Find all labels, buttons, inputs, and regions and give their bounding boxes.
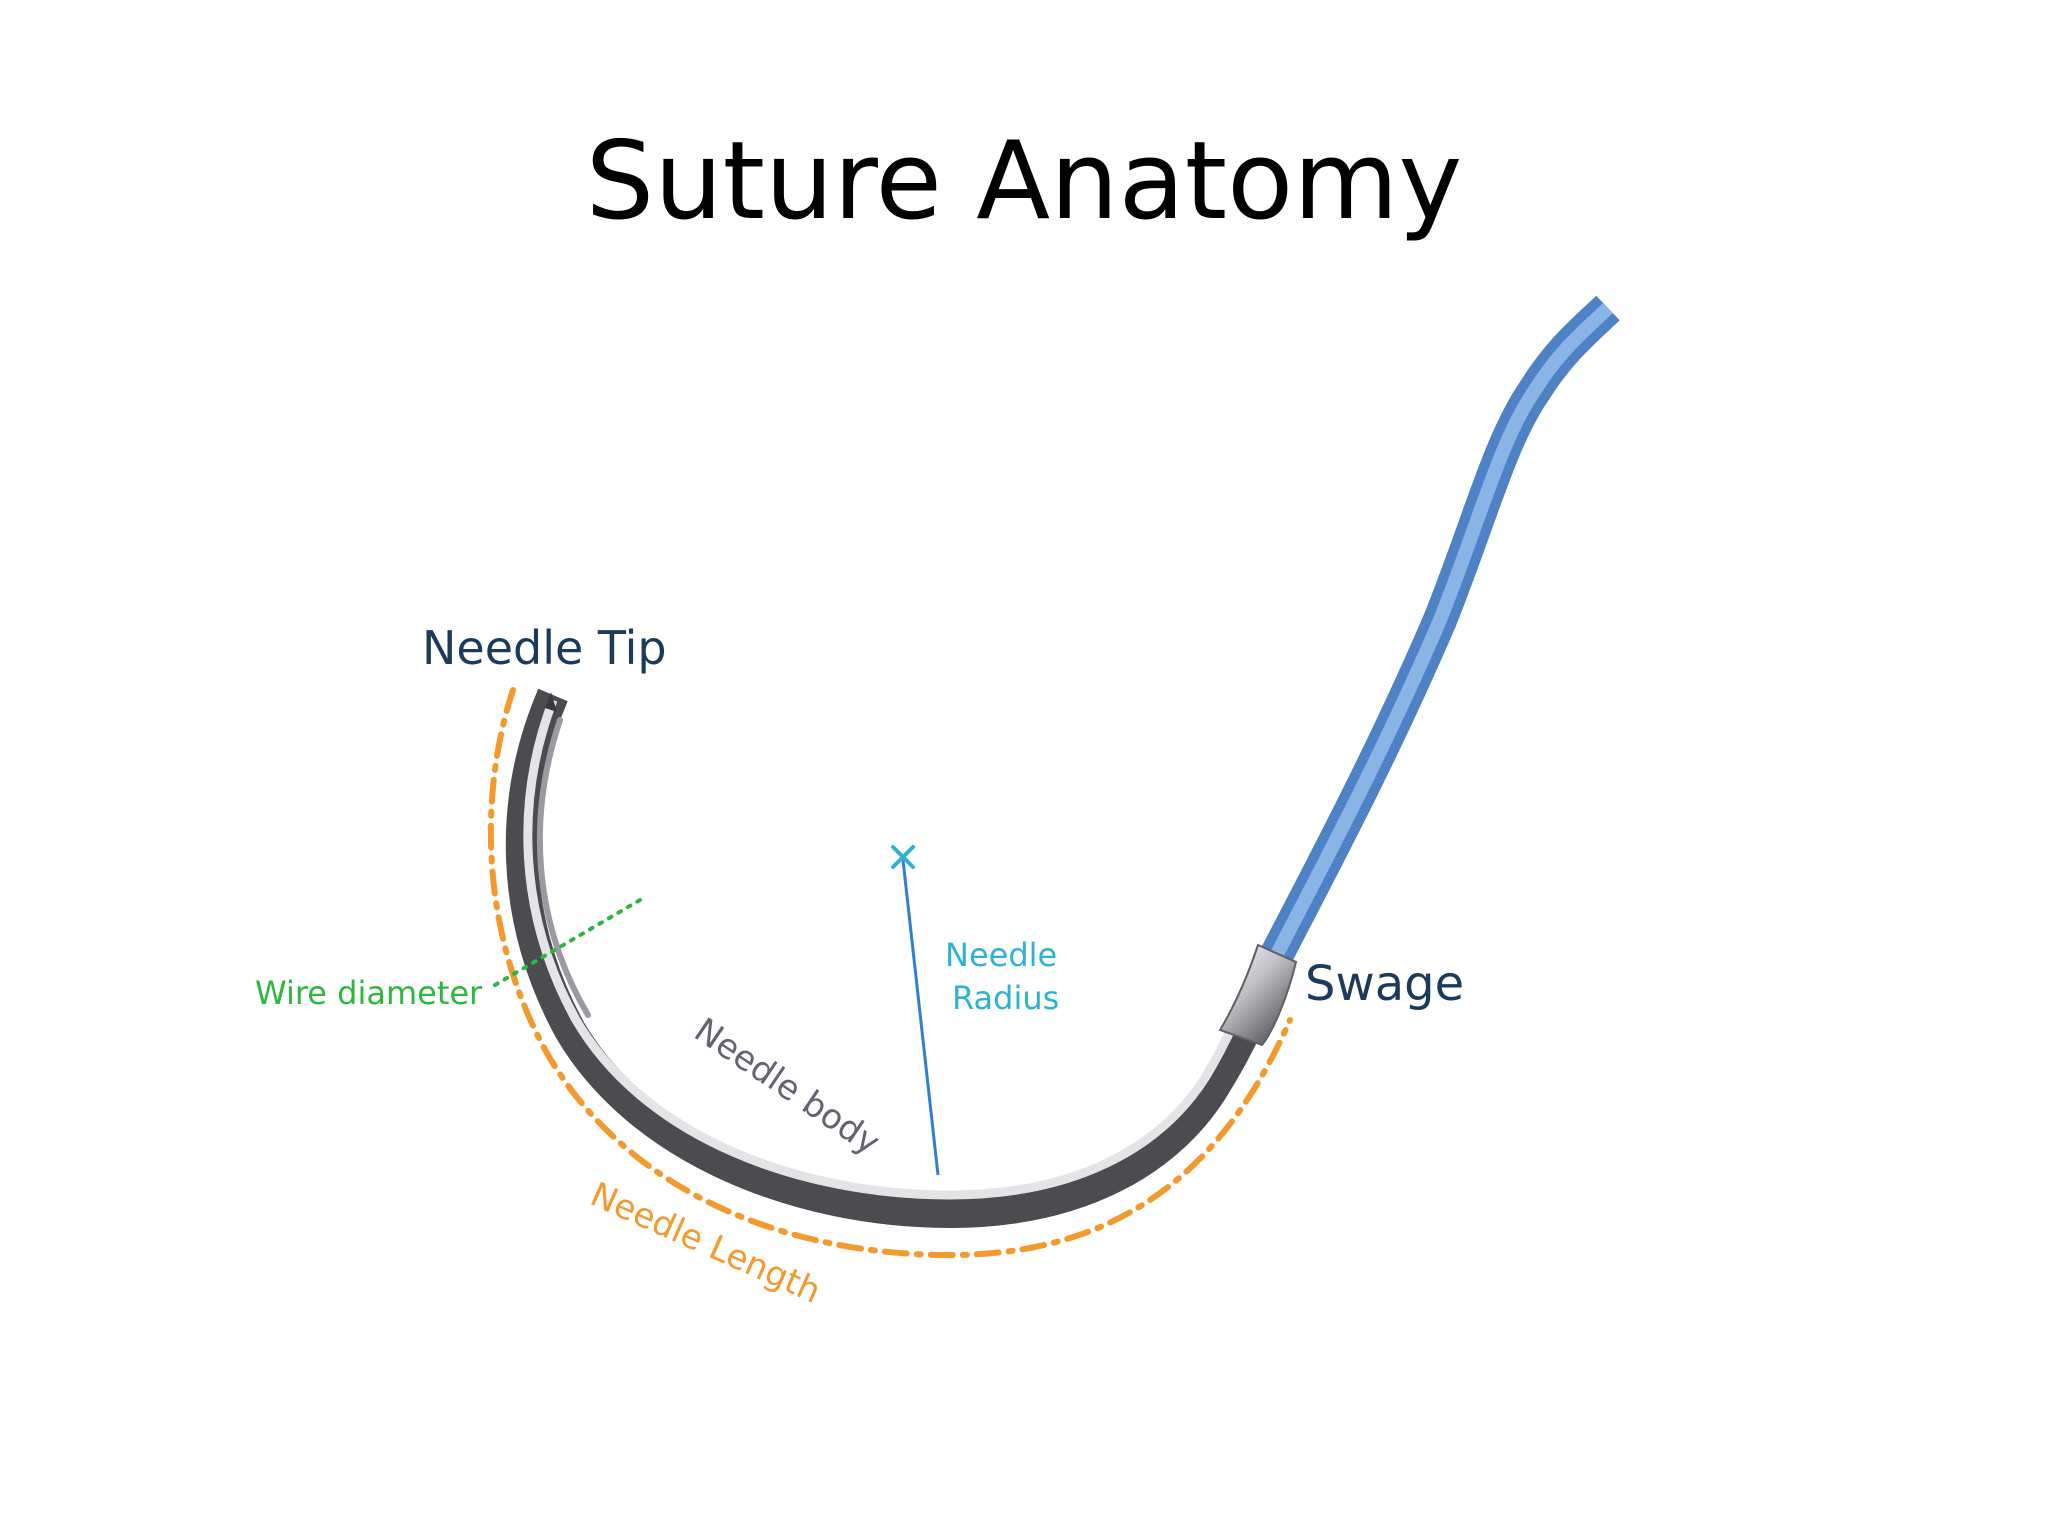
- needle-radius-label-line2: Radius: [952, 979, 1059, 1017]
- needle-center-mark: [891, 845, 915, 869]
- needle-radius-line: [901, 859, 940, 1176]
- swage: [1218, 943, 1298, 1047]
- needle-body-midtone: [536, 717, 591, 1018]
- needle-tip-label: Needle Tip: [422, 621, 667, 675]
- needle-length-arc: [487, 687, 1293, 1259]
- needle-radius-label-line1: Needle: [945, 936, 1057, 974]
- needle-tip-point: [545, 692, 557, 712]
- suture-thread-highlight: [1268, 302, 1613, 962]
- wire-diameter-label: Wire diameter: [255, 974, 483, 1012]
- needle-body-highlight: [523, 698, 1260, 1200]
- slide-title: Suture Anatomy: [585, 119, 1463, 244]
- swage-label: Swage: [1305, 956, 1464, 1012]
- needle-body: [505, 688, 1286, 1229]
